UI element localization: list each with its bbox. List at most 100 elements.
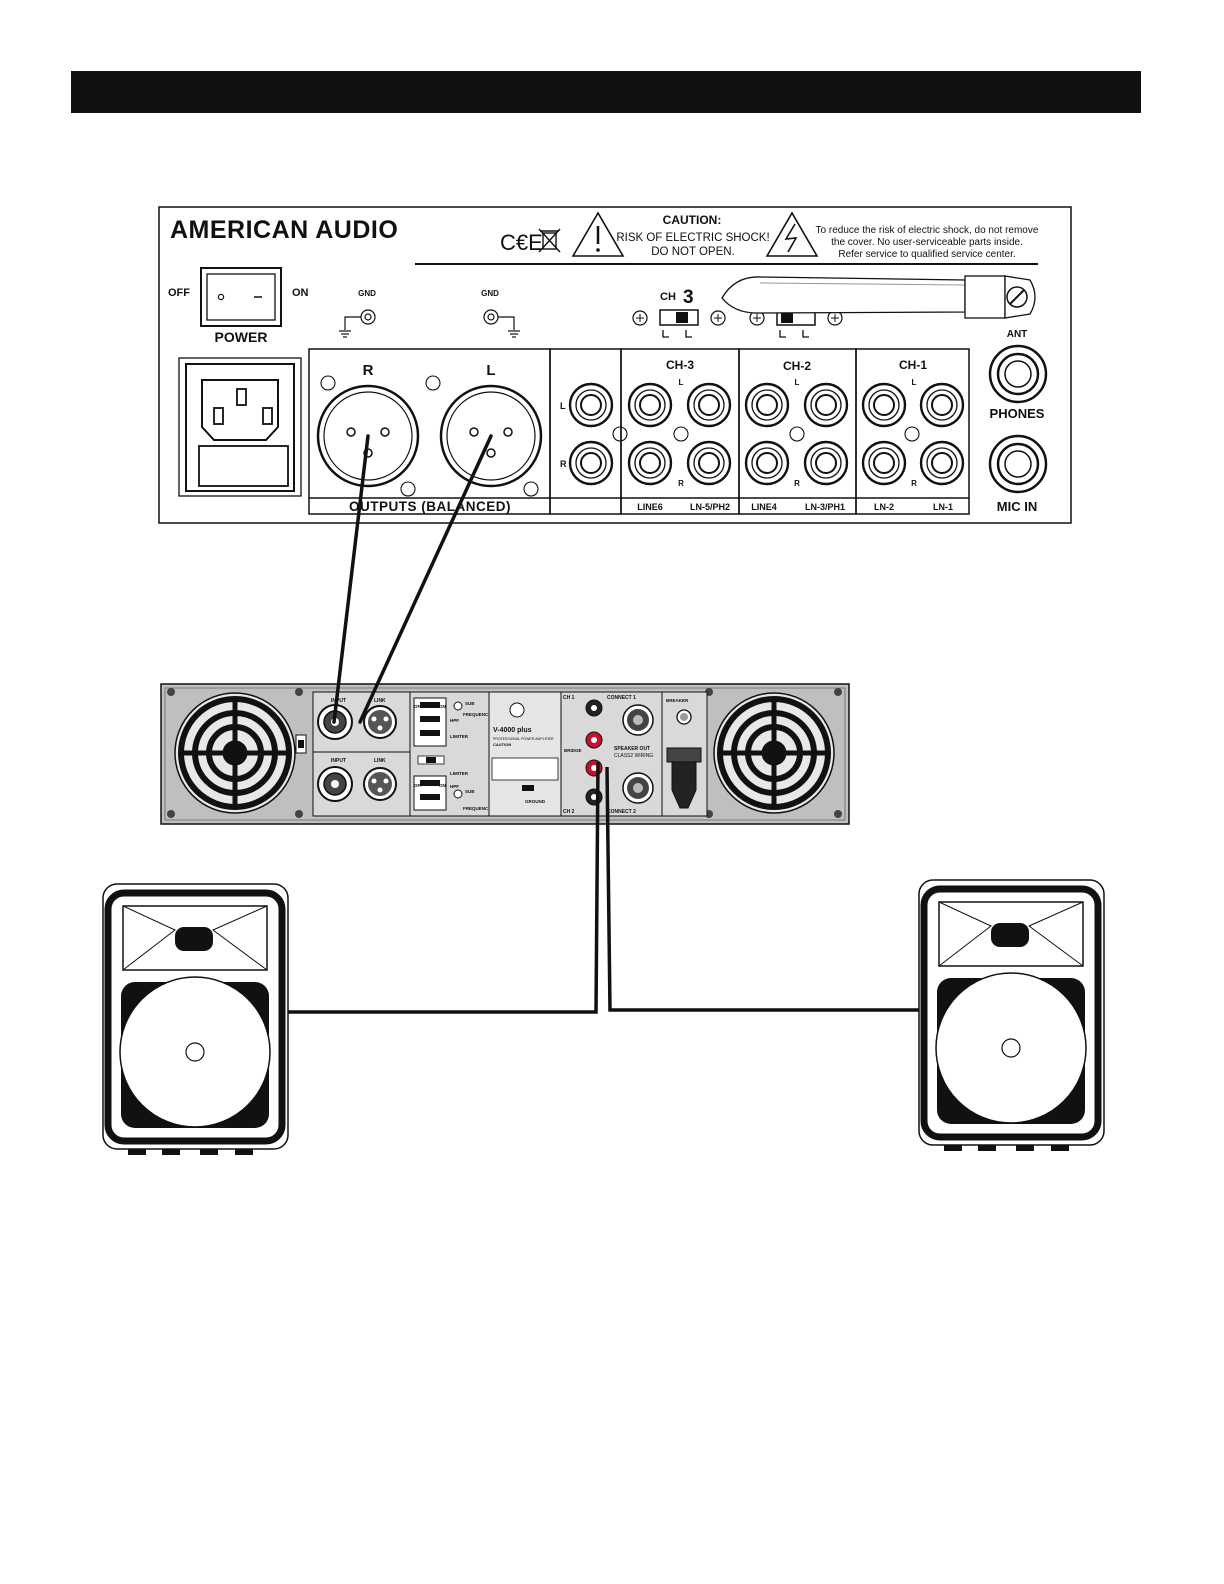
ch3-inputs-label: CH-3: [666, 358, 694, 372]
amp-frequency-knob-1[interactable]: [453, 701, 463, 711]
notice-line-3: Refer service to qualified service cente…: [838, 249, 1015, 260]
mounting-screws: [320, 375, 920, 497]
speaker-left-tweeter: [175, 927, 213, 951]
ground-terminal-1[interactable]: [339, 309, 376, 338]
amp-on-label-1: ON: [439, 704, 446, 709]
cooling-fan-right: [713, 692, 835, 814]
amp-frequency-label-2: FREQUENCY: [463, 806, 491, 811]
amp-off-label-1: OFF: [414, 704, 423, 709]
line4-label: LINE4: [751, 502, 777, 512]
ch1-inputs-label: CH-1: [899, 358, 927, 372]
amp-ground-label: GROUND: [525, 799, 546, 804]
caution-title: CAUTION:: [663, 213, 722, 227]
amp-caution-label: CAUTION: [493, 742, 511, 747]
ch3-r-label: R: [678, 479, 684, 488]
ln1-label: LN-1: [933, 502, 953, 512]
rca-l-label: L: [560, 401, 566, 411]
ant-label: ANT: [1007, 329, 1028, 340]
amp-breaker-button[interactable]: [676, 709, 692, 725]
caution-line-1: RISK OF ELECTRIC SHOCK!: [616, 232, 769, 244]
mic-in-jack[interactable]: [988, 434, 1048, 494]
amp-hpf-label-2: HPF: [450, 784, 459, 789]
amp-ch2-label: CH 2: [563, 809, 575, 815]
ln2-label: LN-2: [874, 502, 894, 512]
amp-limiter-label-2: LIMITER: [450, 771, 469, 776]
amp-on-label-2: ON: [439, 783, 446, 788]
power-switch[interactable]: [200, 267, 282, 327]
speaker-right: [918, 879, 1105, 1151]
ch2-l-label: L: [795, 378, 800, 387]
amp-bridge-label: BRIDGE: [564, 748, 582, 753]
amp-power-cord: [666, 747, 702, 809]
amp-input-1-label: INPUT: [331, 698, 346, 704]
amp-frequency-knob-2[interactable]: [453, 789, 463, 799]
amp-breaker-label: BREAKER: [666, 698, 689, 703]
speaker-cables: [288, 761, 919, 1014]
amp-model-label: V-4000 plus: [493, 727, 532, 734]
ac-power-inlet[interactable]: [178, 357, 302, 497]
ch1-l-label: L: [912, 378, 917, 387]
amp-sub-label-2: SUB: [465, 789, 475, 794]
ln5-ph2-label: LN-5/PH2: [690, 502, 730, 512]
amp-xlr-link-1[interactable]: [363, 705, 397, 739]
notice-line-2: the cover. No user-serviceable parts ins…: [831, 237, 1023, 248]
ch2-inputs-label: CH-2: [783, 359, 811, 373]
outputs-label: OUTPUTS (BALANCED): [349, 499, 511, 514]
section-title-bar: [71, 71, 1141, 113]
speaker-right-tweeter: [991, 923, 1029, 947]
speaker-left: [102, 883, 289, 1155]
amp-combo-input-2[interactable]: [317, 766, 353, 802]
amp-xlr-link-2[interactable]: [363, 767, 397, 801]
amp-ch1-label: CH 1: [563, 695, 575, 701]
phones-label: PHONES: [990, 406, 1045, 421]
ch3-selector-switch[interactable]: [632, 309, 726, 338]
ch3-switch-prefix: CH: [660, 291, 676, 303]
gnd-label-2: GND: [481, 289, 499, 298]
antenna: [721, 275, 1036, 319]
amp-hpf-label-1: HPF: [450, 718, 459, 723]
amp-link-2-label: LINK: [374, 758, 386, 764]
amp-subtitle-label: PROFESSIONAL POWER AMPLIFIER: [493, 737, 554, 741]
amp-link-1-label: LINK: [374, 698, 386, 704]
power-label: POWER: [215, 329, 268, 345]
amp-connect-1-label: CONNECT 1: [607, 695, 636, 701]
ground-lift-switch[interactable]: [295, 734, 307, 754]
amp-limiter-label-1: LIMITER: [450, 734, 469, 739]
cooling-fan-left: [174, 692, 296, 814]
xlr-cables: [332, 434, 493, 724]
ch1-r-label: R: [911, 479, 917, 488]
brand-logo: AMERICAN AUDIO: [170, 216, 398, 244]
amp-connect-2-label: CONNECT 2: [607, 809, 636, 815]
rca-jacks[interactable]: [568, 382, 965, 486]
warning-lightning-icon: [765, 211, 819, 257]
warning-exclamation-icon: [571, 211, 625, 257]
amp-speakon-outputs[interactable]: [622, 704, 654, 804]
ch3-l-label: L: [679, 378, 684, 387]
switch-off-label: OFF: [168, 287, 190, 299]
amp-off-label-2: OFF: [414, 783, 423, 788]
amp-frequency-label-1: FREQUENCY: [463, 712, 491, 717]
xlr-right-label: R: [363, 362, 374, 379]
notice-line-1: To reduce the risk of electric shock, do…: [816, 225, 1039, 236]
ch2-selector-switch[interactable]: [749, 309, 843, 338]
amp-input-2-label: INPUT: [331, 758, 346, 764]
rca-r-label: R: [560, 459, 567, 469]
ch3-switch-number: 3: [683, 287, 694, 308]
amp-sub-label-1: SUB: [465, 701, 475, 706]
ch2-r-label: R: [794, 479, 800, 488]
ln3-ph1-label: LN-3/PH1: [805, 502, 845, 512]
amp-mode-selector[interactable]: [509, 702, 525, 718]
weee-bin-icon: [538, 228, 561, 253]
power-amplifier-rear: INPUT LINK INPUT LINK: [160, 683, 850, 825]
amp-class2-label: CLASS2 WIRING: [614, 753, 653, 759]
ground-terminal-2[interactable]: [483, 309, 520, 338]
switch-on-label: ON: [292, 287, 309, 299]
line6-label: LINE6: [637, 502, 663, 512]
caution-line-2: DO NOT OPEN.: [651, 246, 735, 258]
xlr-left-label: L: [486, 362, 495, 379]
amp-dip-switches[interactable]: [413, 697, 447, 811]
phones-jack[interactable]: [988, 344, 1048, 404]
mixer-rear-panel: AMERICAN AUDIO C€E CAUTION: RISK OF ELEC…: [158, 206, 1072, 524]
mic-in-label: MIC IN: [997, 499, 1037, 514]
